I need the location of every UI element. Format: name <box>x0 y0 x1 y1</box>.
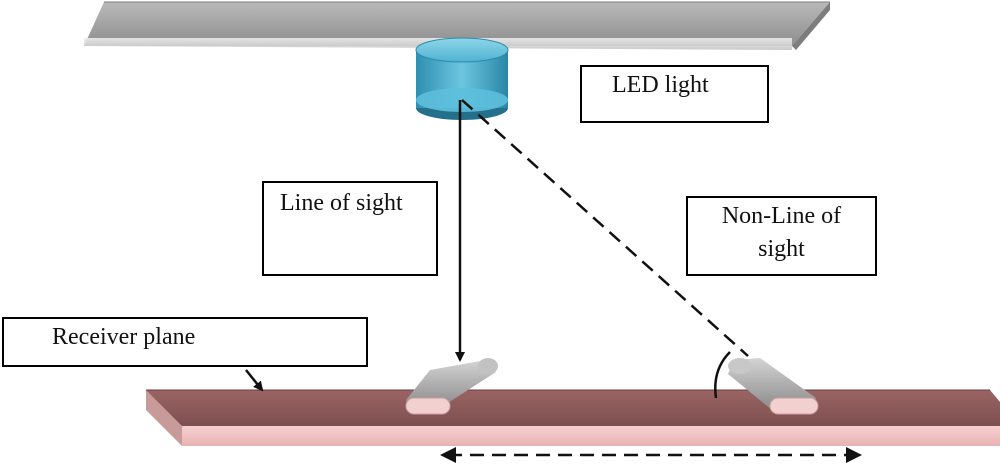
non-line-of-sight-text-line1: Non-Line of <box>721 203 842 229</box>
distance-arrow <box>440 447 862 463</box>
non-line-of-sight-label: Non-Line of sight <box>686 196 877 276</box>
non-line-of-sight-ray <box>461 99 749 357</box>
line-of-sight-label: Line of sight <box>262 181 438 276</box>
receiver-plane <box>146 389 1000 446</box>
non-line-of-sight-text-line2: sight <box>758 236 805 262</box>
receiver-plane-text: Receiver plane <box>52 324 196 350</box>
line-of-sight-text: Line of sight <box>280 190 403 216</box>
ceiling-panel <box>84 1 830 50</box>
receiver-device-los <box>405 358 498 415</box>
receiver-pointer-arrow <box>245 369 264 392</box>
led-light-label: LED light <box>580 65 769 123</box>
receiver-plane-label: Receiver plane <box>2 317 368 367</box>
led-light-text: LED light <box>612 72 709 98</box>
led-light-fixture <box>415 37 509 120</box>
incidence-angle-arc <box>714 351 731 399</box>
receiver-device-nlos <box>728 358 819 415</box>
